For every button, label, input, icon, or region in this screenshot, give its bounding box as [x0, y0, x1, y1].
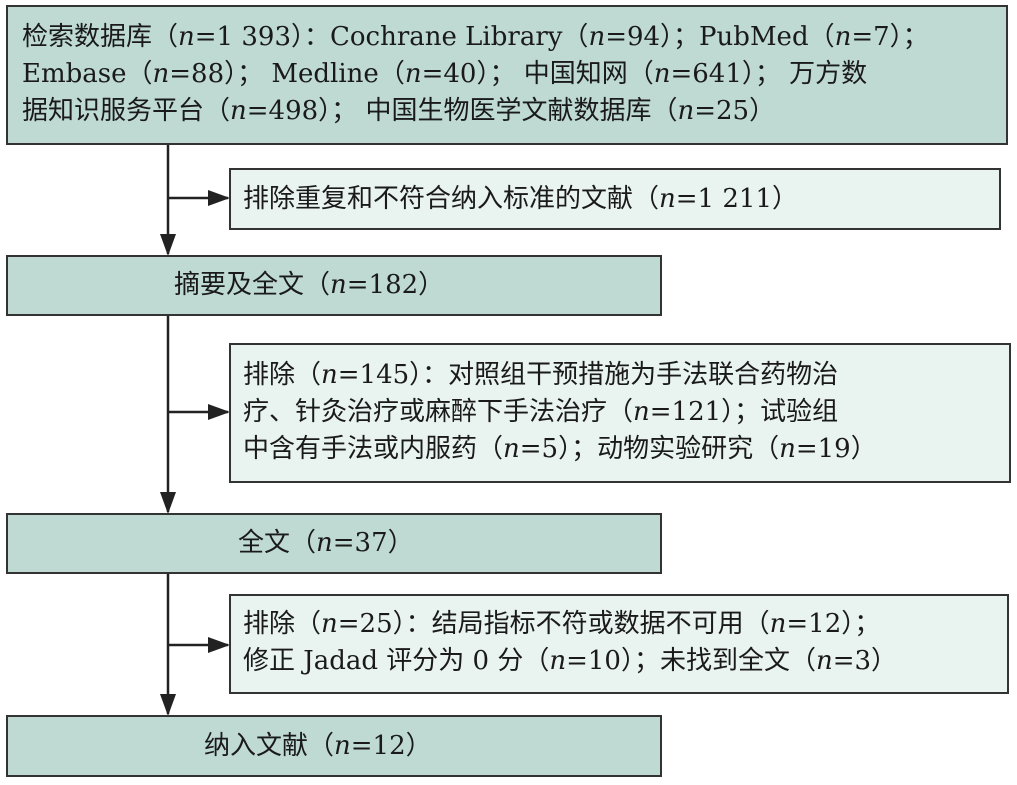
text-segment: =25） — [694, 96, 776, 126]
text-segment: =145）：对照组干预措施为手法联合药物治 — [337, 360, 839, 390]
exclude-abstract-box: 排除（n=145）：对照组干预措施为手法联合药物治疗、针灸治疗或麻醉下手法治疗（… — [229, 343, 1011, 483]
text-segment: 排除（ — [243, 360, 322, 390]
count-variable: n — [815, 646, 833, 676]
count-variable: n — [834, 22, 852, 52]
text-line: 摘要及全文（n=182） — [174, 267, 444, 304]
text-segment: =37） — [332, 528, 414, 558]
count-variable: n — [334, 730, 351, 761]
count-variable: n — [653, 59, 671, 89]
count-variable: n — [677, 96, 695, 126]
text-segment: =12） — [350, 730, 432, 761]
text-line: 排除重复和不符合纳入标准的文献（n=1 211） — [243, 181, 798, 218]
count-variable: n — [330, 270, 347, 300]
abstract-fulltext-box: 摘要及全文（n=182） — [6, 255, 662, 316]
text-segment: 排除重复和不符合纳入标准的文献（ — [243, 183, 660, 214]
text-line: 全文（n=37） — [238, 525, 414, 562]
text-segment: =10）；未找到全文（ — [566, 646, 816, 676]
text-segment: =7）； — [851, 22, 929, 52]
count-variable: n — [321, 609, 338, 639]
text-segment: 纳入文献（ — [204, 730, 335, 761]
text-segment: Embase（ — [22, 59, 153, 89]
text-line: 纳入文献（n=12） — [204, 728, 432, 765]
text-segment: =94）；PubMed（ — [605, 22, 835, 52]
text-segment: =182） — [346, 270, 445, 300]
text-segment: =12）； — [786, 609, 881, 639]
count-variable: n — [404, 59, 422, 89]
text-segment: =25）：结局指标不符或数据不可用（ — [337, 609, 770, 639]
text-segment: 摘要及全文（ — [174, 270, 331, 300]
text-line: 排除（n=25）：结局指标不符或数据不可用（n=12）； — [243, 606, 1007, 643]
text-segment: 排除（ — [243, 609, 322, 639]
text-line: 中含有手法或内服药（n=5）；动物实验研究（n=19） — [243, 431, 1009, 468]
count-variable: n — [633, 397, 650, 427]
text-segment: =19） — [795, 434, 877, 464]
text-segment: =3） — [832, 646, 898, 676]
text-segment: 全文（ — [238, 528, 317, 558]
fulltext-box: 全文（n=37） — [6, 513, 662, 574]
text-segment: 检索数据库（ — [22, 22, 179, 52]
text-line: 疗、针灸治疗或麻醉下手法治疗（n=121）；试验组 — [243, 394, 1009, 431]
count-variable: n — [659, 183, 676, 214]
text-segment: =1 393）：Cochrane Library（ — [194, 22, 589, 52]
search-databases-box: 检索数据库（n=1 393）：Cochrane Library（n=94）；Pu… — [6, 5, 1008, 145]
count-variable: n — [316, 528, 333, 558]
count-variable: n — [779, 434, 796, 464]
count-variable: n — [769, 609, 787, 639]
text-segment: =5）；动物实验研究（ — [519, 434, 780, 464]
exclude-fulltext-box: 排除（n=25）：结局指标不符或数据不可用（n=12）；修正 Jadad 评分为… — [229, 594, 1009, 694]
count-variable: n — [152, 59, 170, 89]
count-variable: n — [503, 434, 520, 464]
text-segment: 中含有手法或内服药（ — [243, 434, 504, 464]
text-segment: 据知识服务平台（ — [22, 96, 231, 126]
exclude-duplicates-box: 排除重复和不符合纳入标准的文献（n=1 211） — [229, 168, 1001, 230]
count-variable: n — [588, 22, 606, 52]
text-line: 修正 Jadad 评分为 0 分（n=10）；未找到全文（n=3） — [243, 643, 1007, 680]
text-segment: =498）； 中国生物医学文献数据库（ — [246, 96, 678, 126]
count-variable: n — [549, 646, 567, 676]
text-segment: =88）； Medline（ — [169, 59, 405, 89]
text-segment: =1 211） — [675, 183, 798, 214]
text-line: 检索数据库（n=1 393）：Cochrane Library（n=94）；Pu… — [22, 19, 1006, 56]
included-studies-box: 纳入文献（n=12） — [6, 715, 662, 777]
text-segment: =40）； 中国知网（ — [421, 59, 654, 89]
text-line: 据知识服务平台（n=498）； 中国生物医学文献数据库（n=25） — [22, 93, 1006, 130]
count-variable: n — [321, 360, 338, 390]
count-variable: n — [178, 22, 195, 52]
text-segment: =121）；试验组 — [649, 397, 839, 427]
text-segment: 修正 Jadad 评分为 0 分（ — [243, 646, 550, 676]
text-segment: =641）； 万方数 — [670, 59, 868, 89]
text-line: Embase（n=88）； Medline（n=40）； 中国知网（n=641）… — [22, 56, 1006, 93]
text-segment: 疗、针灸治疗或麻醉下手法治疗（ — [243, 397, 634, 427]
text-line: 排除（n=145）：对照组干预措施为手法联合药物治 — [243, 357, 1009, 394]
count-variable: n — [230, 96, 247, 126]
